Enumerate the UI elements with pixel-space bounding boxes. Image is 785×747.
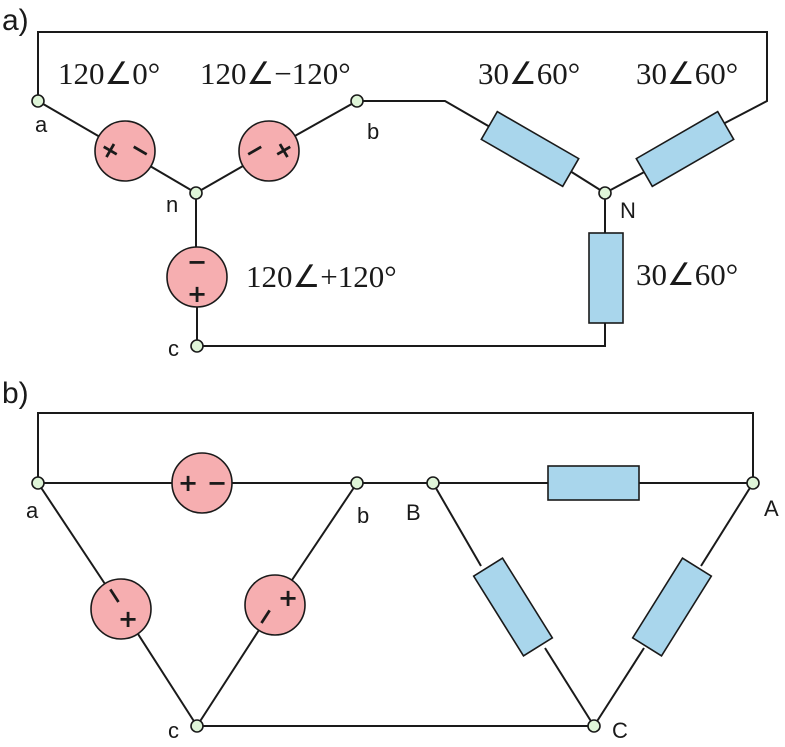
delta-wires: [37, 412, 754, 727]
source-cn-value: 120∠+120°: [246, 259, 397, 294]
wire-a-to-A: [37, 412, 754, 483]
load-b-value: 30∠60°: [478, 56, 580, 91]
source-cn-plus-sign: +: [187, 280, 207, 308]
delta-source-bc-plus-sign: +: [278, 584, 298, 612]
delta-node-B-label: B: [406, 500, 421, 525]
wire-source-ca-to-c: [137, 633, 198, 727]
load-c-value: 30∠60°: [636, 257, 738, 292]
node-a-label: a: [35, 112, 48, 137]
source-bn-value: 120∠−120°: [200, 56, 351, 91]
wire-load-c-to-c: [197, 323, 606, 347]
source-cn: − +: [166, 246, 228, 308]
node-b-label: b: [367, 119, 379, 144]
wire-N-to-load-a: [604, 169, 649, 194]
part-b-label: b): [2, 377, 29, 410]
wire-load-ca-to-C: [593, 647, 645, 727]
delta-node-B: [426, 476, 440, 490]
wire-source-b-to-b: [292, 100, 358, 138]
load-a-value: 30∠60°: [636, 56, 738, 91]
part-a-label: a): [2, 4, 29, 37]
wire-a-to-source: [37, 100, 101, 138]
load-a-resistor: [635, 110, 735, 188]
delta-source-ca-circle: [90, 578, 152, 640]
delta-node-a: [31, 476, 45, 490]
wire-b-to-source-bc: [291, 482, 358, 581]
source-an-circle: [94, 120, 156, 182]
node-N: [598, 186, 612, 200]
delta-source-ab-minus-sign: −: [207, 469, 227, 497]
source-cn-minus-sign: −: [187, 248, 207, 276]
wire-B-to-load-bc: [432, 482, 482, 567]
wire-n-to-source-b: [195, 165, 244, 194]
delta-source-ca-plus-sign: +: [118, 605, 138, 633]
delta-source-ab-plus-sign: +: [178, 469, 198, 497]
source-cn-circle: [166, 246, 228, 308]
node-n: [189, 186, 203, 200]
source-bn: − +: [238, 120, 300, 182]
wire-source-a-to-n: [149, 165, 197, 194]
wire-load-bc-to-C: [544, 647, 595, 727]
wye-wires: [37, 31, 768, 347]
load-b-resistor: [480, 110, 580, 188]
node-a: [31, 94, 45, 108]
wire-A-to-load-ca: [700, 482, 754, 567]
delta-source-ca: − +: [90, 578, 152, 640]
delta-node-c-label: c: [168, 718, 179, 743]
delta-node-A: [746, 476, 760, 490]
delta-source-ab-circle: [171, 452, 233, 514]
delta-node-C: [587, 719, 601, 733]
delta-source-bc-circle: [244, 574, 306, 636]
wire-a-to-load-a: [37, 31, 768, 125]
delta-node-b-label: b: [357, 503, 369, 528]
source-an: + −: [94, 120, 156, 182]
delta-load-BC-resistor: [472, 557, 554, 657]
node-c: [190, 339, 204, 353]
node-c-label: c: [168, 336, 179, 361]
delta-load-AB-resistor: [547, 465, 640, 501]
node-n-label: n: [166, 192, 178, 217]
delta-node-b: [350, 476, 364, 490]
wire-a-to-source-ca: [37, 482, 106, 585]
load-c-resistor: [588, 232, 624, 324]
wire-source-bc-to-c: [196, 629, 260, 727]
delta-source-ab: + −: [171, 452, 233, 514]
delta-node-c: [190, 719, 204, 733]
delta-node-A-label: A: [764, 496, 779, 521]
delta-load-CA-resistor: [631, 557, 713, 657]
node-b: [350, 94, 364, 108]
source-an-value: 120∠0°: [58, 56, 160, 91]
delta-node-a-label: a: [26, 498, 39, 523]
delta-source-bc: + −: [244, 574, 306, 636]
wire-b-to-load-b: [357, 100, 491, 128]
source-bn-circle: [238, 120, 300, 182]
wire-load-b-to-N: [569, 170, 606, 194]
delta-node-C-label: C: [612, 718, 628, 743]
node-N-label: N: [620, 198, 636, 223]
